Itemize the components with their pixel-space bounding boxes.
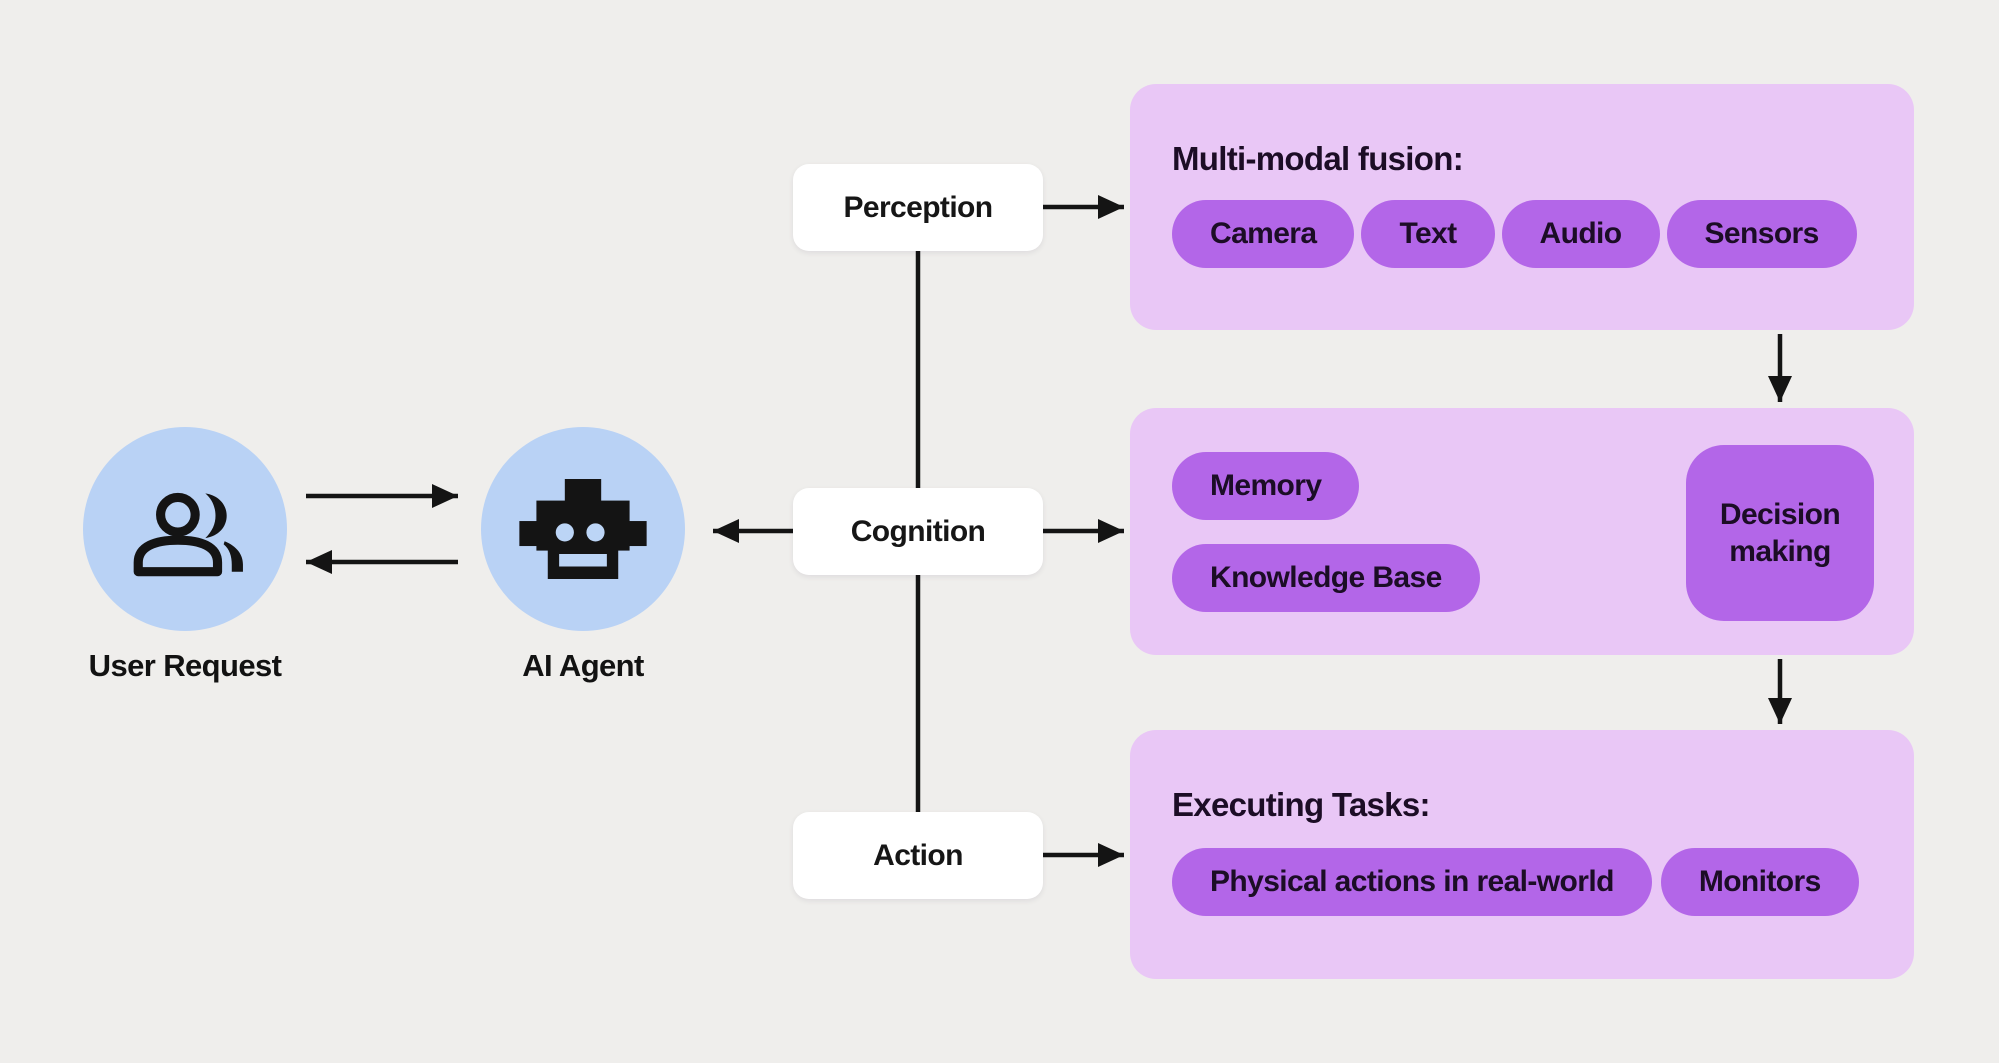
- user-request-label: User Request: [88, 648, 282, 683]
- stage-action-label: Action: [873, 838, 963, 872]
- ai-agent-node: [481, 427, 685, 631]
- pill-audio: Audio: [1501, 200, 1660, 268]
- stage-cognition: Cognition: [793, 488, 1043, 575]
- cognition-panel: Memory Knowledge Base Decision making: [1130, 408, 1914, 655]
- modality-pill-row: Camera Text Audio Sensors: [1172, 200, 1857, 268]
- user-group-icon: [133, 492, 243, 577]
- pill-text: Text: [1361, 200, 1495, 268]
- pill-physical-actions: Physical actions in real-world: [1172, 848, 1652, 916]
- decision-making-box: Decision making: [1686, 445, 1874, 621]
- pill-camera: Camera: [1172, 200, 1355, 268]
- stage-action: Action: [793, 812, 1043, 899]
- stage-perception: Perception: [793, 164, 1043, 251]
- action-panel-heading: Executing Tasks:: [1172, 786, 1430, 823]
- pill-knowledge-base: Knowledge Base: [1172, 544, 1480, 612]
- action-panel: Executing Tasks: Physical actions in rea…: [1130, 730, 1914, 979]
- stage-perception-label: Perception: [843, 190, 993, 224]
- pill-memory: Memory: [1172, 452, 1360, 520]
- user-request-node: [83, 427, 287, 631]
- perception-panel-heading: Multi-modal fusion:: [1172, 140, 1464, 177]
- task-pill-row: Physical actions in real-world Monitors: [1172, 848, 1859, 916]
- ai-agent-label: AI Agent: [522, 648, 644, 683]
- robot-icon: [519, 479, 647, 579]
- perception-panel: Multi-modal fusion: Camera Text Audio Se…: [1130, 84, 1914, 330]
- stage-cognition-label: Cognition: [850, 514, 986, 548]
- pill-sensors: Sensors: [1666, 200, 1857, 268]
- pill-monitors: Monitors: [1660, 848, 1859, 916]
